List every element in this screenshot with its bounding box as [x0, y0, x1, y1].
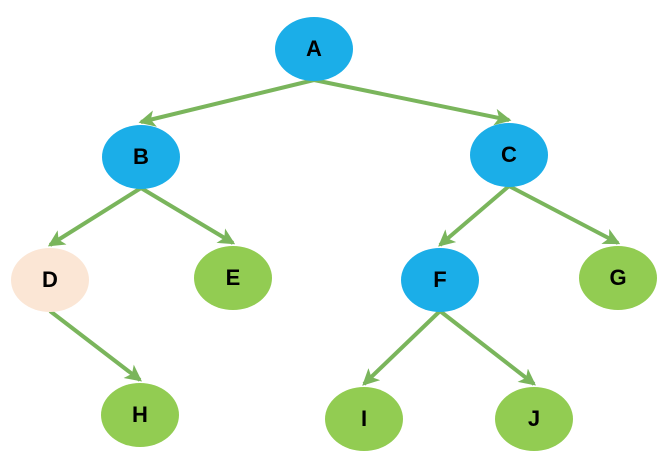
tree-edge-B-D — [47, 186, 143, 247]
tree-node-C: C — [470, 123, 548, 187]
tree-edge-F-I — [362, 309, 442, 386]
node-label-J: J — [527, 406, 541, 431]
tree-node-H: H — [101, 383, 179, 447]
tree-edge-F-J — [438, 309, 536, 386]
tree-node-D: D — [11, 248, 89, 312]
tree-edge-A-B — [138, 78, 315, 127]
node-label-I: I — [360, 406, 368, 431]
tree-node-B: B — [102, 125, 180, 189]
tree-edge-A-C — [313, 78, 512, 126]
tree-node-G: G — [579, 246, 657, 310]
node-label-A: A — [306, 36, 322, 61]
tree-node-J: J — [495, 387, 573, 451]
tree-edge-B-E — [139, 186, 236, 245]
node-label-G: G — [609, 265, 627, 290]
node-label-D: D — [42, 267, 58, 292]
tree-edge-D-H — [48, 309, 142, 382]
tree-edge-C-F — [438, 184, 511, 247]
node-label-E: E — [225, 265, 241, 290]
node-label-B: B — [133, 144, 149, 169]
node-label-H: H — [132, 402, 148, 427]
tree-node-E: E — [194, 246, 272, 310]
tree-node-F: F — [401, 248, 479, 312]
node-label-F: F — [433, 267, 447, 292]
tree-edge-C-G — [508, 184, 621, 245]
tree-node-I: I — [325, 387, 403, 451]
node-label-C: C — [501, 142, 517, 167]
tree-node-A: A — [275, 17, 353, 81]
